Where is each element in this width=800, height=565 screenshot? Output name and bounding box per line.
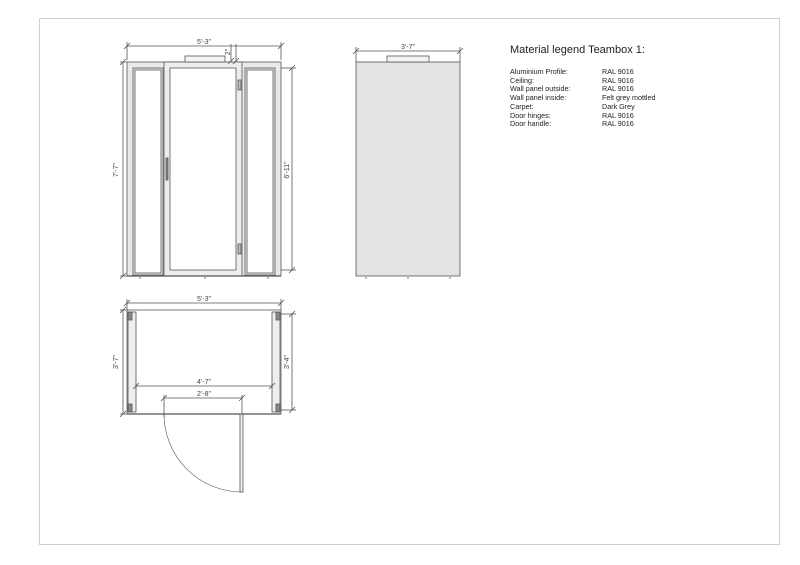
legend-row: Door hinges: RAL 9016 (510, 110, 656, 121)
legend-key: Wall panel outside: (510, 84, 571, 94)
left-panel-frame (132, 67, 164, 276)
legend-value: RAL 9016 (602, 84, 634, 94)
legend-title: Material legend Teambox 1: (510, 44, 645, 56)
legend-key: Aluminium Profile: (510, 67, 568, 76)
material-legend: Material legend Teambox 1: Aluminium Pro… (510, 44, 656, 129)
drawing-sheet (39, 18, 780, 545)
plan-inner-depth-label: 3'-4" (284, 355, 291, 369)
plan-view (119, 299, 296, 493)
legend-row: Aluminium Profile: RAL 9016 (510, 67, 656, 77)
door-swing-arc (163, 413, 243, 493)
right-glass-panel (246, 69, 274, 274)
legend-key: Door handle: (510, 119, 552, 129)
door-glass (169, 67, 237, 271)
legend-value: RAL 9016 (602, 110, 634, 120)
legend-key: Ceiling: (510, 75, 534, 85)
door-hinge-bottom (237, 243, 242, 255)
legend-value: Dark Grey (602, 101, 635, 111)
elevation-height-label: 7'-7" (113, 163, 120, 177)
legend-value: Felt grey mottled (602, 93, 656, 103)
legend-key: Wall panel inside: (510, 93, 567, 103)
legend-row: Carpet: Dark Grey (510, 101, 656, 112)
plan-right-wall (271, 311, 281, 413)
plan-width-label: 5'-3" (197, 296, 211, 303)
legend-key: Door hinges: (510, 110, 551, 120)
legend-value: RAL 9016 (602, 119, 634, 129)
side-width-label: 3'-7" (401, 44, 415, 51)
legend-value: RAL 9016 (602, 67, 634, 76)
door-leaf (239, 413, 244, 493)
elevation-top-small-label: 2" (225, 48, 232, 55)
legend-row: Door handle: RAL 9016 (510, 120, 656, 129)
top-vent (184, 55, 226, 63)
door-height-label: 6'-11" (284, 161, 291, 179)
plan-left-wall (127, 311, 137, 413)
plan-depth-label: 3'-7" (113, 355, 120, 369)
elevation-width-label: 5'-3" (197, 39, 211, 46)
door-handle (165, 157, 169, 181)
plan-inner-width-label: 4'-7" (197, 379, 211, 386)
side-view (352, 47, 464, 279)
legend-value: RAL 9016 (602, 75, 634, 85)
right-panel-frame (244, 67, 276, 276)
front-elevation (119, 42, 296, 280)
legend-row: Wall panel outside: RAL 9016 (510, 85, 656, 94)
legend-row: Ceiling: RAL 9016 (510, 75, 656, 86)
door-hinge-top (237, 79, 242, 91)
legend-key: Carpet: (510, 101, 534, 111)
legend-row: Wall panel inside: Felt grey mottled (510, 93, 656, 103)
side-wall-panel (355, 61, 461, 277)
side-top-vent (386, 55, 430, 63)
left-glass-panel (134, 69, 162, 274)
plan-door-width-label: 2'-8" (197, 391, 211, 398)
